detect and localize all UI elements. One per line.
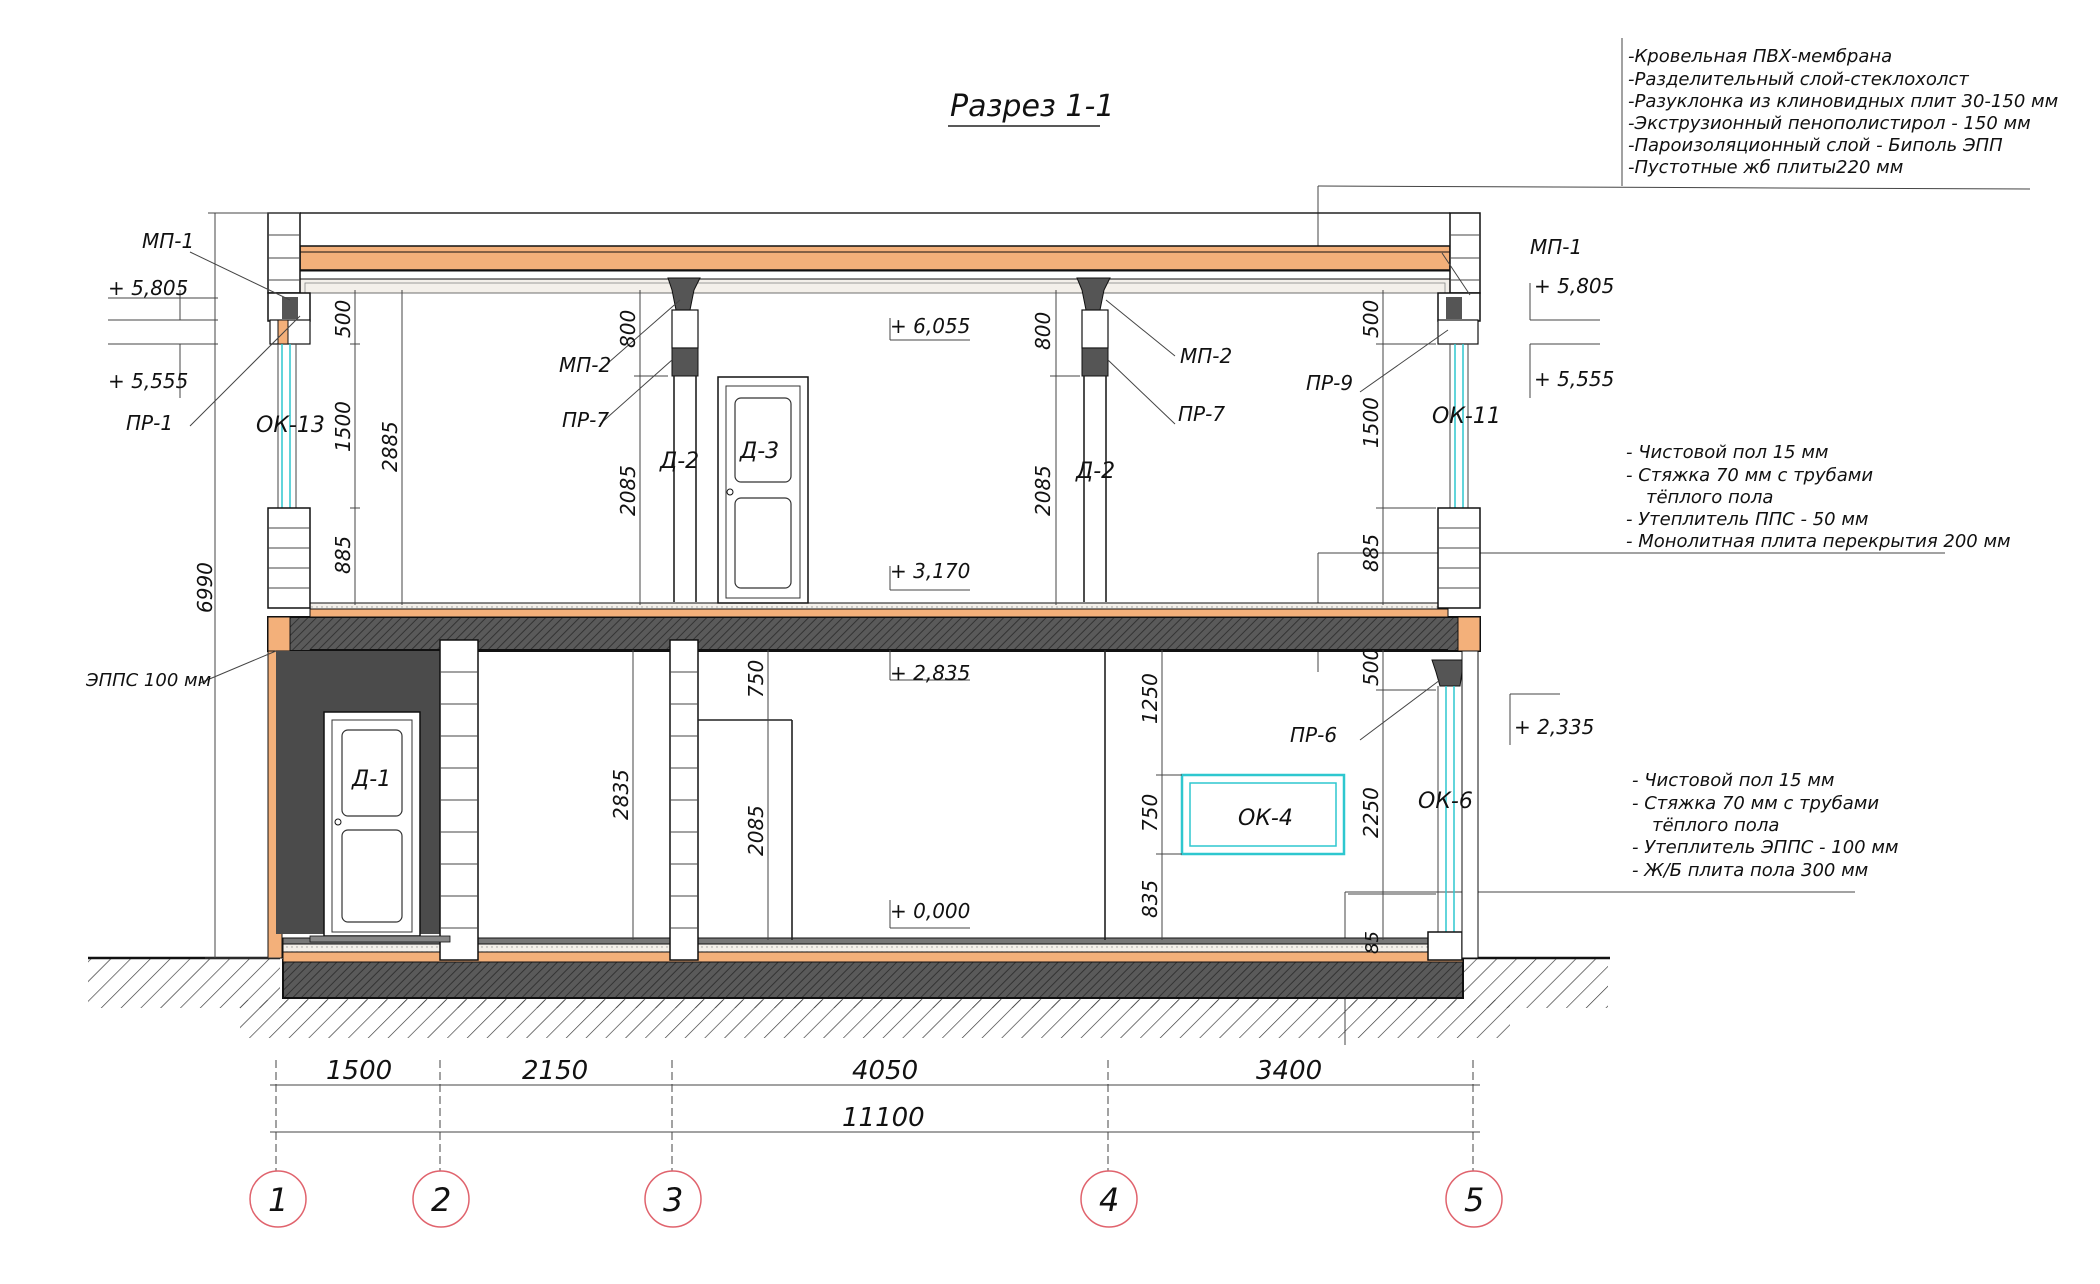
dim-axis3-800: 800 <box>616 310 640 348</box>
level-5805-left: + 5,805 <box>108 276 188 300</box>
dimension-lines <box>108 212 1600 1228</box>
dim-left-500: 500 <box>331 300 355 338</box>
label-mp2-right: МП-2 <box>1180 344 1232 368</box>
roof-layer-4: -Экструзионный пенополистирол - 150 мм <box>1628 113 2031 134</box>
label-d2-left: Д-2 <box>659 449 699 474</box>
floor2-layer-2: - Стяжка 70 мм с трубами <box>1626 465 1873 486</box>
label-d1: Д-1 <box>351 767 391 792</box>
floor2-layer-3: тёплого пола <box>1646 487 1773 508</box>
element-labels: МП-1 МП-1 МП-2 МП-2 ПР-1 ПР-7 ПР-7 ПР-9 … <box>85 229 1582 831</box>
floor1-layer-3: тёплого пола <box>1652 815 1779 836</box>
floor2-layer-5: - Монолитная плита перекрытия 200 мм <box>1626 531 2011 552</box>
right-wall-ground <box>1427 650 1479 961</box>
left-wall-upper <box>267 292 311 609</box>
level-3170: + 3,170 <box>890 559 970 583</box>
axis-label-3: 3 <box>663 1181 683 1219</box>
partition-axis3-ground <box>669 639 1106 961</box>
level-5555-right: + 5,555 <box>1534 367 1614 391</box>
label-d2-right: Д-2 <box>1075 459 1115 484</box>
span-total: 11100 <box>842 1103 925 1133</box>
roof <box>289 212 1461 294</box>
dim-right-885: 885 <box>1359 534 1383 572</box>
dim-g-2085: 2085 <box>744 805 768 856</box>
dimension-values: 6990 500 1500 885 2885 800 2085 800 2085… <box>193 300 1383 954</box>
window-ok4 <box>1180 773 1346 856</box>
dim-g-85: 85 <box>1362 931 1383 954</box>
roof-layer-6: -Пустотные жб плиты220 мм <box>1628 157 1903 178</box>
level-6055: + 6,055 <box>890 314 970 338</box>
door-d3 <box>717 376 809 604</box>
roof-layer-2: -Разделительный слой-стеклохолст <box>1628 69 1969 90</box>
axis-label-2: 2 <box>431 1181 451 1219</box>
dim-left-2885: 2885 <box>378 421 402 472</box>
label-mp1-left: МП-1 <box>142 229 194 253</box>
right-parapet <box>1449 212 1481 294</box>
dim-axis3-2085: 2085 <box>616 465 640 516</box>
section-title: Разрез 1-1 <box>948 89 1114 127</box>
level-2335: + 2,335 <box>1514 715 1594 739</box>
label-ok4: ОК-4 <box>1238 806 1293 831</box>
dim-g-750: 750 <box>744 660 768 698</box>
label-mp2-left: МП-2 <box>559 353 611 377</box>
title-text: Разрез 1-1 <box>950 89 1114 124</box>
dim-right-1500: 1500 <box>1359 397 1383 448</box>
label-pr6: ПР-6 <box>1290 723 1337 747</box>
span-2: 2150 <box>522 1056 588 1086</box>
label-mp1-right: МП-1 <box>1530 235 1582 259</box>
span-4: 3400 <box>1256 1056 1322 1086</box>
axis-label-5: 5 <box>1464 1181 1484 1219</box>
axis-label-1: 1 <box>268 1181 288 1219</box>
dim-axis4-2085: 2085 <box>1031 465 1055 516</box>
label-pr9: ПР-9 <box>1306 371 1353 395</box>
partition-axis4-upper <box>1076 277 1111 602</box>
roof-layers-note: -Кровельная ПВХ-мембрана -Разделительный… <box>1317 38 2058 272</box>
dim-g-2250: 2250 <box>1359 787 1383 838</box>
roof-layer-1: -Кровельная ПВХ-мембрана <box>1628 46 1892 67</box>
left-parapet <box>267 212 301 294</box>
second-floor-slab <box>267 602 1481 652</box>
span-1: 1500 <box>326 1056 392 1086</box>
span-3: 4050 <box>852 1056 918 1086</box>
roof-layer-3: -Разуклонка из клиновидных плит 30-150 м… <box>1628 91 2058 112</box>
floor1-layers-note: - Чистовой пол 15 мм - Стяжка 70 мм с тр… <box>1344 770 1899 1045</box>
label-pr1: ПР-1 <box>126 411 173 435</box>
label-d3: Д-3 <box>739 439 779 464</box>
label-pr7-left: ПР-7 <box>562 408 609 432</box>
dim-left-885: 885 <box>331 536 355 574</box>
label-ok13: ОК-13 <box>256 413 325 438</box>
label-pr7-right: ПР-7 <box>1178 402 1225 426</box>
floor2-layer-1: - Чистовой пол 15 мм <box>1626 442 1828 463</box>
dim-axis4-800: 800 <box>1031 312 1055 350</box>
axis-labels: 1 2 3 4 5 <box>268 1181 1484 1219</box>
dim-g-835: 835 <box>1138 880 1162 918</box>
level-2835: + 2,835 <box>890 661 970 685</box>
right-wall-upper <box>1437 292 1481 609</box>
axis-label-4: 4 <box>1099 1181 1119 1219</box>
level-0000: + 0,000 <box>890 899 970 923</box>
roof-layer-5: -Пароизоляционный слой - Биполь ЭПП <box>1628 135 2003 156</box>
floor1-layer-4: - Утеплитель ЭППС - 100 мм <box>1632 837 1899 858</box>
dim-left-1500: 1500 <box>331 401 355 452</box>
dim-total-height: 6990 <box>193 562 217 613</box>
label-ok6: ОК-6 <box>1418 789 1473 814</box>
span-dimensions: 1500 2150 4050 3400 11100 <box>326 1056 1322 1133</box>
label-epps: ЭППС 100 мм <box>85 670 211 691</box>
floor1-layer-2: - Стяжка 70 мм с трубами <box>1632 793 1879 814</box>
door-d1 <box>309 711 451 943</box>
level-5555-left: + 5,555 <box>108 369 188 393</box>
level-5805-right: + 5,805 <box>1534 274 1614 298</box>
floor1-layer-1: - Чистовой пол 15 мм <box>1632 770 1834 791</box>
floor1-layer-5: - Ж/Б плита пола 300 мм <box>1632 860 1868 881</box>
dim-g-750b: 750 <box>1138 794 1162 832</box>
label-ok11: ОК-11 <box>1432 404 1501 429</box>
floor2-layers-note: - Чистовой пол 15 мм - Стяжка 70 мм с тр… <box>1317 442 2011 672</box>
dim-g-500: 500 <box>1359 648 1383 686</box>
dim-g-1250: 1250 <box>1138 673 1162 724</box>
level-marks: + 5,805 + 5,555 + 5,805 + 5,555 + 6,055 … <box>108 274 1614 923</box>
floor2-layer-4: - Утеплитель ППС - 50 мм <box>1626 509 1868 530</box>
dim-g-2835: 2835 <box>609 769 633 820</box>
partition-axis3-upper <box>667 277 701 602</box>
dim-right-500: 500 <box>1359 300 1383 338</box>
